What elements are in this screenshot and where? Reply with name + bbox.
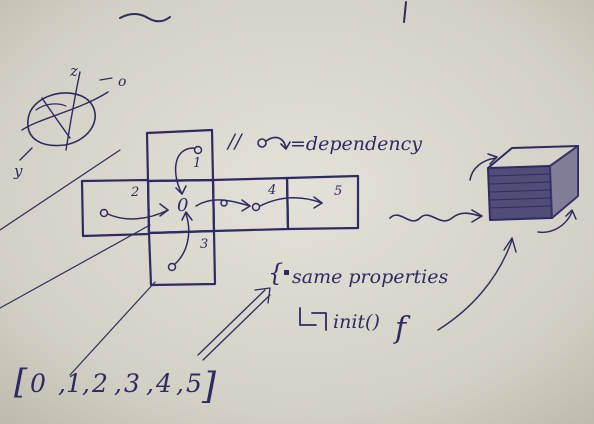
leader-line-2 — [0, 149, 121, 231]
array-comma: , — [82, 369, 90, 398]
face-label-2: 2 — [130, 185, 139, 200]
stray-squiggle — [119, 13, 171, 23]
array-item-1: 1 — [66, 369, 82, 398]
dependency-arrow-1-0 — [174, 145, 203, 195]
transform-wavy-arrow — [389, 212, 481, 222]
index-array: [ 0 , 1 , 2 , 3 , 4 , 5 ] — [14, 362, 217, 407]
init-to-cube-arrow — [437, 239, 513, 331]
axis-label-z: z — [69, 62, 78, 80]
leader-line-3 — [69, 281, 156, 376]
legend-arrow — [265, 136, 287, 149]
transform-arrow-head — [471, 209, 483, 223]
array-item-2: 2 — [91, 369, 108, 398]
face-label-5: 5 — [334, 184, 342, 199]
axis-label-y: y — [13, 162, 23, 180]
axis-z-line — [65, 71, 81, 151]
array-comma: , — [114, 369, 122, 398]
array-comma: , — [58, 369, 66, 398]
dependency-arrow-3-0 — [167, 211, 193, 272]
init-text: init() — [333, 311, 380, 333]
axis-sphere-outline — [27, 92, 96, 147]
array-item-0: 0 — [30, 369, 46, 398]
cube-rotation-arrow-right — [537, 211, 573, 234]
legend-text: =dependency — [290, 133, 422, 155]
axis-x-line — [21, 91, 109, 131]
net-face-3 — [147, 229, 217, 287]
face-label-4: 4 — [267, 183, 276, 198]
cube-hatching — [489, 173, 552, 209]
cube-side-fill — [550, 146, 578, 218]
net-face-5 — [285, 174, 360, 231]
axis-arc — [35, 103, 67, 111]
array-open-bracket: [ — [14, 362, 28, 402]
face-label-0: 0 — [177, 195, 188, 216]
axis-sketch: z y o — [13, 62, 126, 180]
cube-rotation-head-right — [565, 209, 577, 220]
dependency-arrow-4-5 — [251, 196, 323, 212]
cube-rotation-head-left — [487, 153, 498, 165]
axis-diag-line — [41, 97, 71, 139]
init-hook — [299, 307, 327, 331]
legend-dot — [257, 138, 267, 148]
assembled-cube — [469, 145, 579, 234]
dependency-arrow-0-4 — [195, 199, 251, 212]
axis-label-origin: o — [118, 74, 126, 90]
stray-mark — [403, 1, 407, 23]
array-arrow-head — [254, 287, 271, 304]
props-text: same properties — [292, 266, 449, 288]
array-close-bracket: ] — [201, 366, 217, 407]
array-item-4: 4 — [155, 369, 172, 398]
legend-arrow-head — [280, 141, 291, 150]
leader-line-1 — [0, 224, 151, 309]
cube-net: 0 1 2 3 4 5 — [80, 128, 360, 287]
axis-tick — [99, 77, 113, 81]
array-item-5: 5 — [186, 369, 202, 398]
array-arrow-line-1 — [197, 289, 266, 356]
array-comma: , — [146, 369, 154, 398]
array-arrow-line-2 — [202, 294, 271, 361]
legend-comment: // — [226, 129, 244, 153]
face-label-3: 3 — [200, 237, 208, 252]
axis-y-line — [19, 147, 33, 161]
init-to-cube-arrow-head — [503, 237, 517, 253]
props-brace: { — [268, 259, 283, 287]
cube-rotation-arrow-left — [469, 157, 497, 181]
face-label-1: 1 — [193, 156, 201, 171]
dependency-arrow-2-0 — [99, 203, 169, 220]
array-item-3: 3 — [124, 369, 140, 398]
props-bullet — [284, 270, 289, 275]
array-comma: , — [176, 369, 184, 398]
dependency-legend: // =dependency — [226, 129, 422, 155]
